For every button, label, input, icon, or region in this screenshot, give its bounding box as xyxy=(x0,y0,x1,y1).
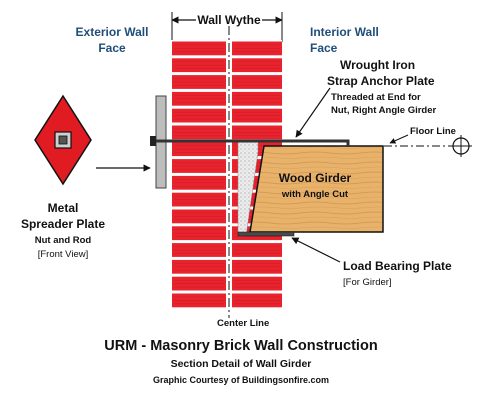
spreader-plate-label-4: [Front View] xyxy=(38,249,89,260)
diagram-subtitle: Section Detail of Wall Girder xyxy=(171,358,312,370)
rod-nut xyxy=(150,136,156,146)
interior-wall-face-label-2: Face xyxy=(310,41,338,55)
spreader-plate-label-3: Nut and Rod xyxy=(35,235,92,246)
wrought-iron-label-2: Strap Anchor Plate xyxy=(327,74,435,88)
wrought-iron-label-4: Nut, Right Angle Girder xyxy=(331,105,437,116)
diagram-title: URM - Masonry Brick Wall Construction xyxy=(104,338,377,354)
wall-wythe-dimension: Wall Wythe xyxy=(171,11,283,42)
crosshair-circle-icon xyxy=(450,135,472,157)
diagram-credit: Graphic Courtesy of Buildingsonfire.com xyxy=(153,375,329,385)
spreader-plate-label-1: Metal xyxy=(48,201,79,215)
floor-line-label: Floor Line xyxy=(410,126,456,137)
strap-anchor-plate xyxy=(262,139,350,147)
interior-wall-face-label-1: Interior Wall xyxy=(310,25,379,39)
spreader-plate-label-2: Spreader Plate xyxy=(21,217,105,231)
brick-wall xyxy=(170,40,282,309)
load-bearing-plate-label-1: Load Bearing Plate xyxy=(343,259,452,273)
wood-girder-label-1: Wood Girder xyxy=(279,171,352,185)
wrought-iron-label-3: Threaded at End for xyxy=(331,92,421,103)
wall-wythe-label: Wall Wythe xyxy=(197,13,261,27)
wood-girder-label-2: with Angle Cut xyxy=(281,189,349,200)
spreader-plate-front-view xyxy=(34,94,92,186)
load-bearing-plate-label-2: [For Girder] xyxy=(343,277,392,288)
exterior-wall-face-label-1: Exterior Wall xyxy=(76,25,149,39)
load-bearing-plate xyxy=(237,231,295,237)
wrought-iron-label-1: Wrought Iron xyxy=(340,58,415,72)
wood-girder xyxy=(249,145,384,233)
center-line-label: Center Line xyxy=(217,318,269,329)
exterior-wall-face-label-2: Face xyxy=(98,41,126,55)
